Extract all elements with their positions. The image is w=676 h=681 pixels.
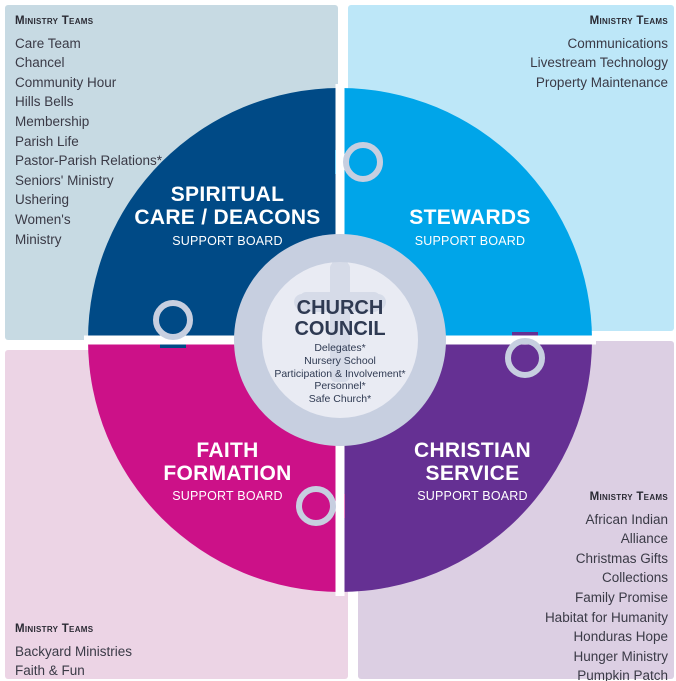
team-item: Christmas Gifts (575, 550, 668, 566)
board-title-line: STEWARDS (409, 206, 531, 229)
spiritual-care-teams: Ministry Teams Care Team Chancel Communi… (15, 12, 162, 249)
board-title-line: CARE / DEACONS (134, 206, 321, 229)
team-item: Habitat for Humanity (544, 609, 668, 625)
teams-heading: Ministry Teams (15, 623, 94, 635)
christian-service-teams: Ministry Teams African Indian Alliance C… (545, 488, 668, 681)
council-item: Participation & Involvement* (274, 367, 406, 380)
team-item: Livestream Technology (530, 55, 668, 71)
team-item: Family Promise (574, 589, 668, 605)
team-item: Hills Bells (15, 94, 74, 110)
team-item: African Indian (585, 511, 668, 527)
team-item: Property Maintenance (535, 74, 668, 90)
team-item: Seniors' Ministry (15, 172, 114, 188)
team-item: Hunger Ministry (573, 648, 668, 664)
team-item: Care Team (15, 35, 81, 51)
team-item: Chancel (15, 55, 65, 71)
council-title-line: COUNCIL (294, 318, 386, 340)
stewards-teams: Ministry Teams Communications Livestream… (530, 12, 668, 92)
christian-service-title: CHRISTIAN SERVICE (370, 439, 575, 485)
board-title-line: CHRISTIAN (413, 439, 532, 462)
board-title-line: SERVICE (425, 462, 520, 485)
board-title-line: FORMATION (163, 462, 292, 485)
faith-formation-title: FAITH FORMATION (130, 439, 325, 485)
team-item: Alliance (620, 531, 668, 547)
team-item: Community Hour (15, 74, 117, 90)
christian-service-subtitle: SUPPORT BOARD (417, 489, 528, 503)
cross-icon (294, 256, 386, 382)
teams-heading: Ministry Teams (15, 15, 94, 27)
team-item: Communications (567, 35, 668, 51)
stewards-subtitle: SUPPORT BOARD (414, 234, 526, 248)
team-item: Pastor-Parish Relations* (15, 153, 163, 169)
teams-heading: Ministry Teams (589, 491, 668, 503)
board-title-line: FAITH (196, 439, 259, 462)
council-item: Delegates* (314, 342, 366, 354)
team-item: Pumpkin Patch (577, 668, 668, 681)
board-title-line: SPIRITUAL (170, 183, 285, 206)
council-items: Delegates* Nursery School Participation … (255, 342, 425, 406)
team-item: Faith & Fun (15, 663, 85, 679)
faith-formation-subtitle: SUPPORT BOARD (172, 489, 283, 503)
council-item: Nursery School (304, 354, 376, 367)
council-title-line: CHURCH (296, 297, 384, 319)
team-item: Backyard Ministries (15, 643, 133, 659)
team-item: Collections (601, 570, 668, 586)
team-item: Parish Life (15, 133, 79, 149)
team-item: Honduras Hope (573, 629, 668, 645)
team-item: Ushering (15, 192, 70, 208)
spiritual-care-subtitle: SUPPORT BOARD (172, 234, 283, 248)
council-item: Personnel* (314, 380, 366, 393)
spiritual-care-title: SPIRITUAL CARE / DEACONS (120, 183, 335, 229)
team-item: Ministry (15, 231, 62, 247)
team-item: Membership (15, 113, 90, 129)
council-item: Safe Church* (308, 393, 372, 406)
team-item: Women's (15, 211, 71, 227)
teams-heading: Ministry Teams (589, 15, 668, 27)
faith-formation-teams: Ministry Teams Backyard Ministries Faith… (15, 620, 132, 681)
council-title: CHURCH COUNCIL (270, 298, 410, 340)
stewards-title: STEWARDS (370, 206, 570, 229)
